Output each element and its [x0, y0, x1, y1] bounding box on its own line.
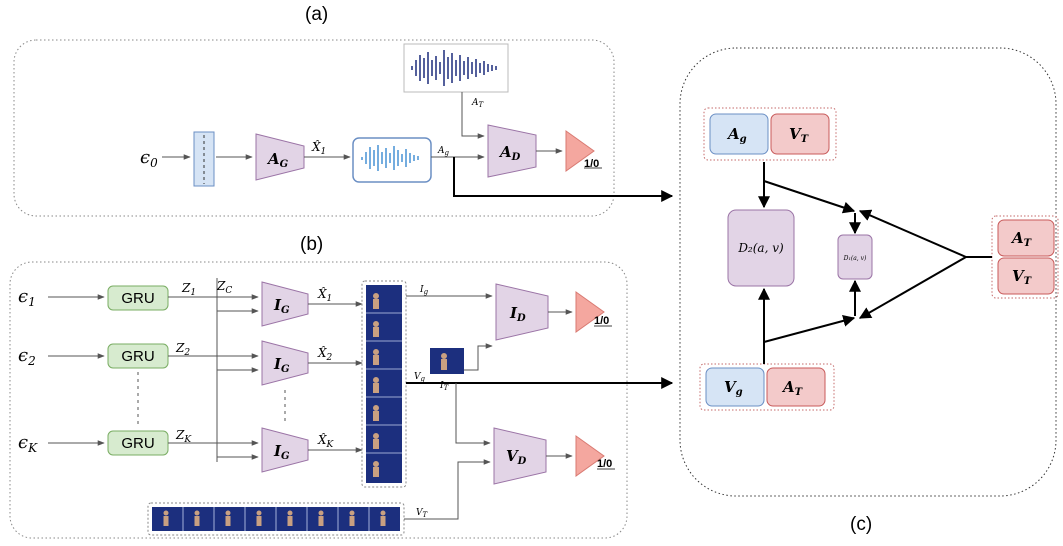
ag-vt-pair: [703, 107, 837, 161]
image-output-triangle: [575, 291, 605, 333]
svg-text:IG: IG: [273, 442, 290, 462]
true-image-thumbnail: [430, 348, 464, 374]
zc-label: ZC: [216, 279, 232, 296]
svg-text:IG: IG: [273, 296, 290, 316]
vg-box: [705, 367, 765, 407]
ag-box: [709, 113, 769, 155]
zk-label: ZK: [175, 428, 192, 445]
generated-audio-waveform: [352, 137, 432, 183]
ag-label: Ag: [726, 125, 747, 145]
audio-output-label: 1/0: [584, 158, 599, 170]
svg-text:GRU: GRU: [121, 348, 154, 365]
at-box: [766, 367, 826, 407]
image-discriminator: [495, 283, 549, 341]
z1-label: Z1: [181, 281, 196, 298]
gru-block-1: GRU: [107, 285, 169, 311]
d2-label: D₂(a, v): [737, 241, 784, 255]
generated-frame-stack: [366, 285, 402, 483]
panel-a-border: [13, 39, 615, 217]
z2-label: Z2: [175, 341, 190, 358]
vt-right-label: VT: [1012, 267, 1033, 287]
gen-video-label: Vg: [414, 372, 426, 383]
noise-input-2: ϵ2: [18, 345, 36, 368]
audio-generator: [255, 133, 305, 181]
d1-label: D₁(a, v): [843, 255, 867, 262]
image-output-label: 1/0: [594, 315, 609, 327]
image-generator-2: IG: [261, 340, 309, 386]
svg-text:GRU: GRU: [121, 290, 154, 307]
gru-block-2: GRU: [107, 343, 169, 369]
waveform-blue-icon: [361, 145, 419, 171]
audio-generator-label: AG: [266, 150, 289, 170]
panel-a-label: (a): [305, 4, 328, 25]
vt-label: VT: [789, 125, 810, 145]
d2-discriminator: [727, 209, 795, 287]
true-audio-label: AT: [471, 98, 485, 109]
waveform-navy-icon: [411, 50, 497, 86]
image-discriminator-label: ID: [509, 304, 526, 324]
audio-discriminator-label: AD: [498, 143, 521, 163]
vg-label: Vg: [724, 378, 743, 398]
audio-output-triangle: [565, 130, 595, 172]
true-image-label: IT: [439, 381, 450, 392]
noise-input-k: ϵK: [18, 432, 38, 455]
vg-at-pair: [699, 363, 835, 411]
xk-label: X̂K: [317, 432, 335, 450]
panel-c-border: [679, 47, 1057, 497]
gru-block-k: GRU: [107, 430, 169, 456]
video-discriminator-label: VD: [506, 447, 527, 467]
image-generator-k: IG: [261, 427, 309, 473]
true-video-frames: [147, 502, 405, 536]
at-right-label: AT: [1010, 229, 1033, 249]
feature-x1-label: X̂1: [311, 139, 326, 157]
at-right-box: [997, 219, 1055, 257]
generated-video-frames: [361, 280, 407, 488]
audio-discriminator: [487, 124, 537, 178]
gen-image-label: Ig: [419, 285, 429, 296]
vt-box: [770, 113, 830, 155]
gen-audio-label: Ag: [437, 146, 450, 157]
video-output-triangle: [575, 435, 605, 477]
svg-text:IG: IG: [273, 355, 290, 375]
vt-right-box: [997, 257, 1055, 295]
noise-input-a: ϵ0: [140, 147, 158, 170]
video-output-label: 1/0: [597, 458, 612, 470]
x2-label: X̂2: [317, 345, 333, 363]
panel-c-label: (c): [850, 514, 872, 535]
at-label: AT: [781, 378, 804, 398]
noise-input-1: ϵ1: [18, 286, 36, 309]
panel-b-label: (b): [300, 234, 323, 255]
svg-text:GRU: GRU: [121, 435, 154, 452]
video-discriminator: [493, 427, 547, 485]
d1-discriminator: [837, 234, 873, 280]
image-generator-1: IG: [261, 281, 309, 327]
true-video-label: VT: [416, 508, 429, 519]
panel-b-border: [9, 261, 628, 539]
x1-label: X̂1: [317, 286, 332, 304]
true-video-strip: [152, 507, 400, 531]
